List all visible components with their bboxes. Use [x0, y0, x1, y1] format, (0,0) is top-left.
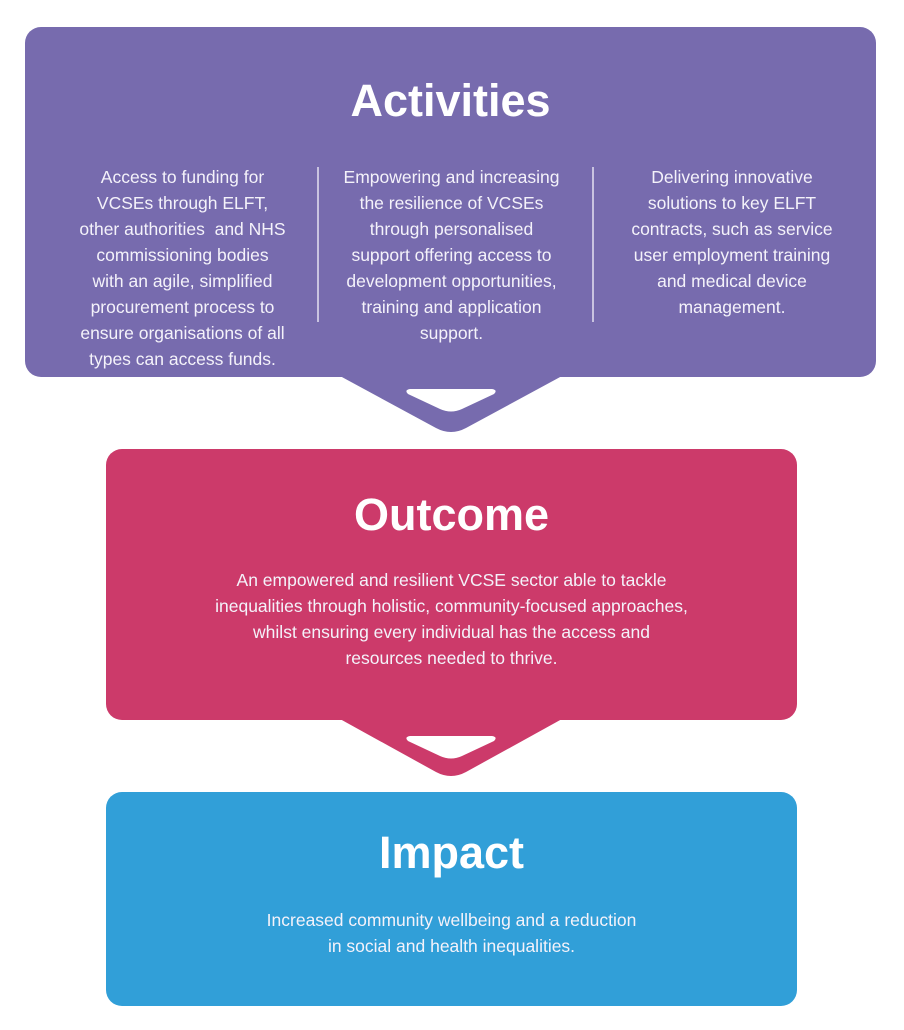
activity-column-3: Delivering innovative solutions to key E…: [603, 164, 861, 320]
activity-column-2: Empowering and increasing the resilience…: [323, 164, 580, 346]
outcome-panel: Outcome An empowered and resilient VCSE …: [106, 449, 797, 720]
text-line: with an agile, simplified: [92, 271, 273, 291]
text-line: VCSEs through ELFT,: [96, 193, 269, 213]
text-line: development opportunities,: [346, 271, 557, 291]
text-line: ensure organisations of all: [80, 323, 285, 343]
text-line: other authorities and NHS: [79, 219, 286, 239]
text-line: inequalities through holistic, community…: [215, 596, 688, 616]
column-divider: [592, 167, 594, 322]
activities-panel: Activities Access to funding for VCSEs t…: [25, 27, 876, 377]
text-line: whilst ensuring every individual has the…: [253, 622, 650, 642]
outcome-description: An empowered and resilient VCSE sector a…: [106, 567, 797, 671]
text-line: types can access funds.: [89, 349, 276, 369]
text-line: contracts, such as service: [631, 219, 833, 239]
text-line: support.: [419, 323, 484, 343]
text-line: Access to funding for: [100, 167, 265, 187]
activity-column-1: Access to funding for VCSEs through ELFT…: [55, 164, 310, 372]
text-line: support offering access to: [351, 245, 552, 265]
impact-title: Impact: [378, 827, 525, 878]
text-line: and medical device: [657, 271, 807, 291]
text-line: in social and health inequalities.: [327, 936, 576, 956]
text-line: Increased community wellbeing and a redu…: [266, 910, 637, 930]
text-line: solutions to key ELFT: [647, 193, 817, 213]
text-line: An empowered and resilient VCSE sector a…: [236, 570, 667, 590]
activities-title: Activities: [350, 75, 551, 126]
text-line: training and application: [361, 297, 542, 317]
text-line: Delivering innovative: [651, 167, 813, 187]
outcome-title: Outcome: [353, 489, 550, 540]
text-line: procurement process to: [90, 297, 275, 317]
column-divider: [317, 167, 319, 322]
text-line: management.: [678, 297, 786, 317]
text-line: commissioning bodies: [96, 245, 269, 265]
text-line: through personalised: [369, 219, 534, 239]
text-line: user employment training: [633, 245, 831, 265]
impact-description: Increased community wellbeing and a redu…: [106, 907, 797, 959]
text-line: resources needed to thrive.: [345, 648, 558, 668]
text-line: the resilience of VCSEs: [359, 193, 544, 213]
impact-panel: Impact Increased community wellbeing and…: [106, 792, 797, 1006]
text-line: Empowering and increasing: [343, 167, 560, 187]
